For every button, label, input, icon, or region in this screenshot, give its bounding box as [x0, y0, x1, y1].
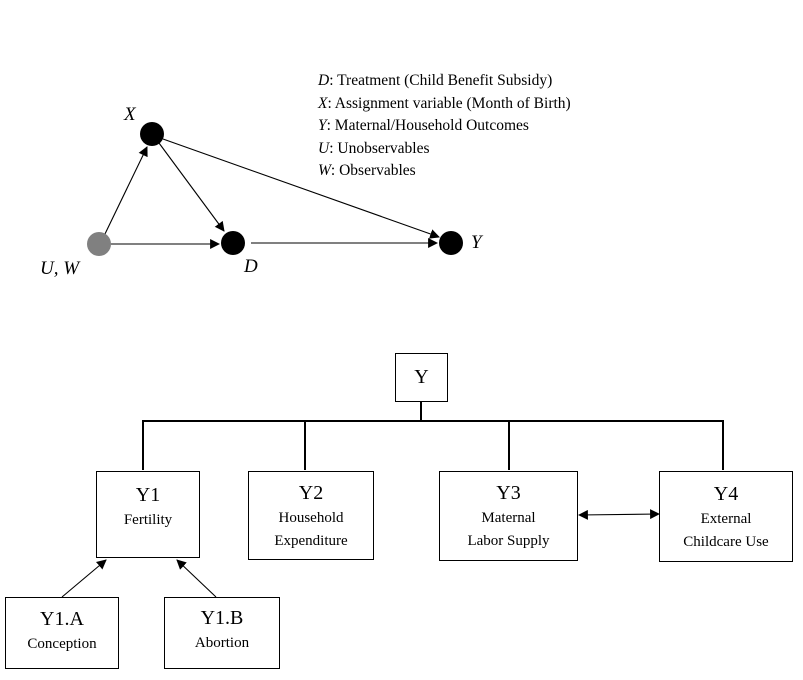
node-d [221, 231, 245, 255]
box-y2: Y2 Household Expenditure [248, 471, 374, 560]
box-y3: Y3 Maternal Labor Supply [439, 471, 578, 561]
box-y1b: Y1.B Abortion [164, 597, 280, 669]
box-y1b-code: Y1.B [200, 607, 244, 629]
arrow-y1b-y1 [176, 559, 217, 598]
box-y4: Y4 External Childcare Use [659, 471, 793, 562]
edge-x-d [158, 142, 225, 232]
legend-text-w: : Observables [330, 162, 416, 180]
legend-item-x: X: Assignment variable (Month of Birth) [318, 93, 571, 116]
box-y1b-desc: Abortion [194, 635, 250, 651]
legend-text-u: : Unobservables [329, 139, 430, 157]
legend-symbol-u: U [318, 139, 330, 157]
legend-symbol-w: W [318, 162, 331, 180]
node-label-y: Y [471, 232, 484, 253]
node-x [140, 122, 164, 146]
edge-x-y [162, 138, 440, 239]
legend-symbol-y: Y [318, 117, 327, 135]
box-y1a: Y1.A Conception [5, 597, 119, 669]
legend-item-u: U: Unobservables [318, 138, 571, 161]
legend-item-w: W: Observables [318, 160, 571, 183]
box-y2-desc-line2: Expenditure [274, 533, 348, 549]
legend-item-d: D: Treatment (Child Benefit Subsidy) [318, 70, 571, 93]
legend-symbol-d: D [318, 72, 330, 89]
arrow-y3-y4 [578, 509, 660, 520]
box-y2-code: Y2 [298, 482, 324, 504]
node-label-uw: U, W [40, 258, 81, 279]
legend-symbol-x: X [318, 94, 328, 112]
box-y1a-desc: Conception [27, 636, 97, 652]
legend: D: Treatment (Child Benefit Subsidy) X: … [318, 70, 571, 183]
legend-text-d: : Treatment (Child Benefit Subsidy) [329, 72, 553, 89]
box-y1a-code: Y1.A [40, 608, 84, 630]
box-y1: Y1 Fertility [96, 471, 200, 558]
box-y2-desc-line1: Household [278, 510, 344, 526]
node-uw [87, 232, 111, 256]
box-y4-desc-line2: Childcare Use [683, 534, 769, 550]
box-y4-desc-line1: External [700, 511, 752, 527]
box-root-code: Y [414, 366, 429, 388]
box-root-y: Y [395, 353, 448, 402]
box-y3-desc-line2: Labor Supply [467, 533, 550, 549]
box-y1-code: Y1 [135, 484, 161, 506]
box-y3-desc-line1: Maternal [481, 510, 536, 526]
box-y4-code: Y4 [713, 483, 739, 505]
box-y3-code: Y3 [496, 482, 521, 504]
legend-item-y: Y: Maternal/Household Outcomes [318, 115, 571, 138]
arrow-y1a-y1 [61, 559, 107, 598]
node-label-x: X [123, 104, 137, 125]
edge-uw-x [103, 146, 148, 237]
node-y [439, 231, 463, 255]
legend-text-x: : Assignment variable (Month of Birth) [327, 94, 571, 112]
box-y1-desc: Fertility [123, 512, 173, 528]
legend-text-y: : Maternal/Household Outcomes [326, 117, 529, 135]
node-label-d: D [243, 256, 258, 277]
